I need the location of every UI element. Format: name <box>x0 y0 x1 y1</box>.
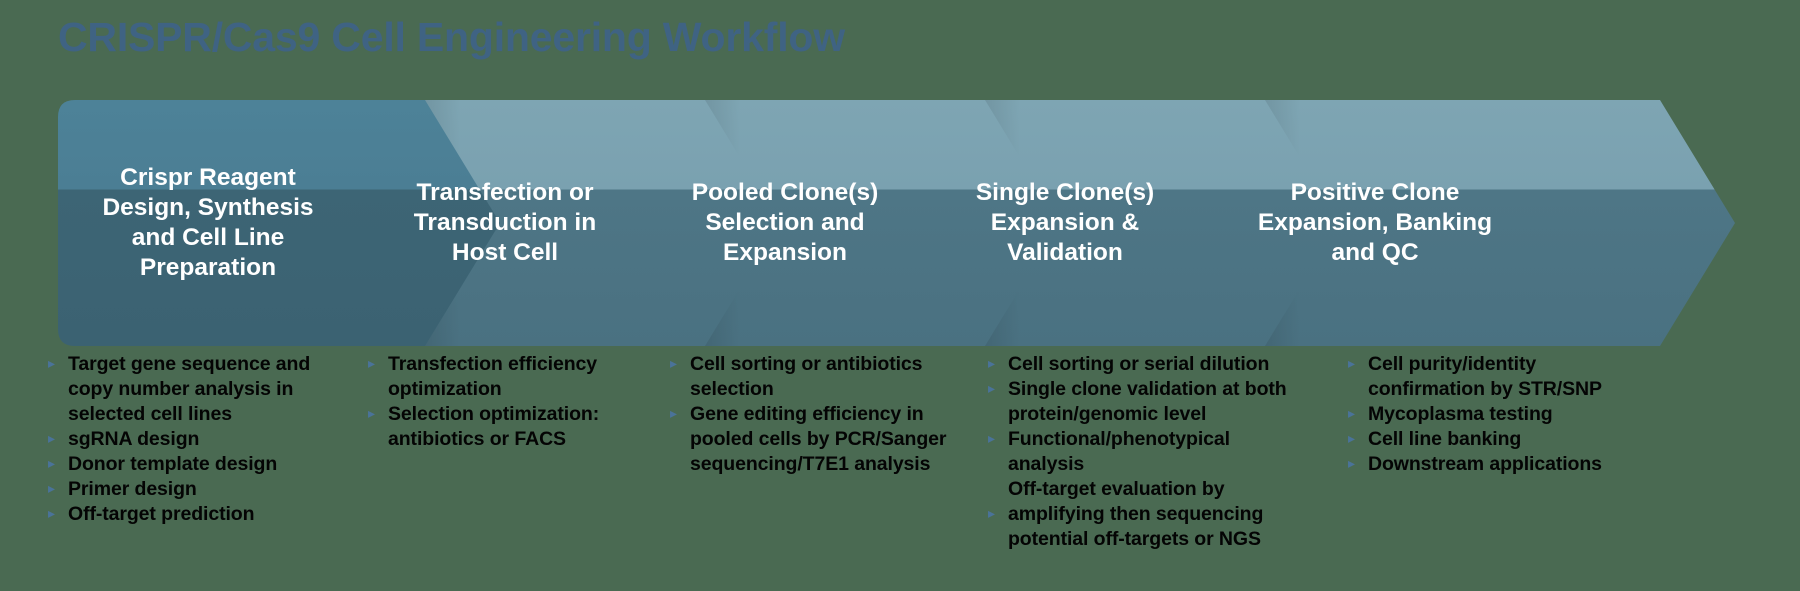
list-item: ▸ Selection optimization: antibiotics or… <box>368 402 618 452</box>
triangle-bullet-icon: ▸ <box>670 405 678 421</box>
bullet-column-5: ▸ Cell purity/identity confirmation by S… <box>1348 352 1648 477</box>
list-item-text: Cell sorting or serial dilution <box>1008 353 1270 375</box>
bullet-column-1: ▸ Target gene sequence and copy number a… <box>48 352 326 527</box>
list-item: ▸ Donor template design <box>48 452 326 477</box>
list-item-text: Target gene sequence and copy number ana… <box>68 353 311 425</box>
list-item-text: Cell purity/identity confirmation by STR… <box>1368 353 1602 400</box>
triangle-bullet-icon: ▸ <box>988 355 996 371</box>
triangle-bullet-icon: ▸ <box>1348 455 1356 471</box>
triangle-bullet-icon: ▸ <box>48 455 56 471</box>
list-item-text: Off-target evaluation by <box>1008 478 1225 500</box>
triangle-bullet-icon: ▸ <box>670 355 678 371</box>
chevron-step-1 <box>58 100 500 346</box>
bullet-column-4: ▸ Cell sorting or serial dilution ▸ Sing… <box>988 352 1310 552</box>
triangle-bullet-icon: ▸ <box>1348 355 1356 371</box>
list-item: ▸ Primer design <box>48 477 326 502</box>
triangle-bullet-icon: ▸ <box>1348 430 1356 446</box>
list-item: ▸ amplifying then sequencing potential o… <box>988 502 1310 552</box>
list-item: ▸ Off-target prediction <box>48 502 326 527</box>
list-item: ▸ Mycoplasma testing <box>1348 402 1648 427</box>
list-item-text: Primer design <box>68 478 197 500</box>
list-item-text: Selection optimization: antibiotics or F… <box>388 403 600 450</box>
list-item: Off-target evaluation by <box>988 477 1310 502</box>
bullet-lists: ▸ Target gene sequence and copy number a… <box>0 352 1800 591</box>
list-item: ▸ Gene editing efficiency in pooled cell… <box>670 402 955 477</box>
list-item-text: Cell line banking <box>1368 428 1522 450</box>
triangle-bullet-icon: ▸ <box>48 430 56 446</box>
list-item-text: Functional/phenotypical analysis <box>1008 428 1230 475</box>
list-item-text: Off-target prediction <box>68 503 255 525</box>
list-item: ▸ Cell purity/identity confirmation by S… <box>1348 352 1648 402</box>
list-item: ▸ Single clone validation at both protei… <box>988 377 1310 427</box>
triangle-bullet-icon: ▸ <box>48 505 56 521</box>
triangle-bullet-icon: ▸ <box>368 405 376 421</box>
list-item: ▸ sgRNA design <box>48 427 326 452</box>
list-item: ▸ Cell line banking <box>1348 427 1648 452</box>
bullet-column-3: ▸ Cell sorting or antibiotics selection … <box>670 352 955 477</box>
list-item-text: Cell sorting or antibiotics selection <box>690 353 923 400</box>
triangle-bullet-icon: ▸ <box>988 430 996 446</box>
page-title: CRISPR/Cas9 Cell Engineering Workflow <box>58 14 845 60</box>
list-item: ▸ Functional/phenotypical analysis <box>988 427 1310 477</box>
list-item: ▸ Target gene sequence and copy number a… <box>48 352 326 427</box>
list-item-text: Downstream applications <box>1368 453 1602 475</box>
triangle-bullet-icon: ▸ <box>988 505 996 521</box>
list-item-text: Single clone validation at both protein/… <box>1008 378 1287 425</box>
triangle-bullet-icon: ▸ <box>48 480 56 496</box>
list-item-text: amplifying then sequencing potential off… <box>1008 503 1264 550</box>
list-item-text: Transfection efficiency optimization <box>388 353 598 400</box>
list-item-text: Donor template design <box>68 453 278 475</box>
triangle-bullet-icon: ▸ <box>368 355 376 371</box>
list-item: ▸ Cell sorting or antibiotics selection <box>670 352 955 402</box>
list-item: ▸ Downstream applications <box>1348 452 1648 477</box>
list-item-text: Gene editing efficiency in pooled cells … <box>690 403 947 475</box>
triangle-bullet-icon: ▸ <box>988 380 996 396</box>
list-item-text: Mycoplasma testing <box>1368 403 1553 425</box>
list-item: ▸ Transfection efficiency optimization <box>368 352 618 402</box>
triangle-bullet-icon: ▸ <box>1348 405 1356 421</box>
list-item-text: sgRNA design <box>68 428 200 450</box>
bullet-column-2: ▸ Transfection efficiency optimization ▸… <box>368 352 618 452</box>
workflow-chevron-band: Crispr Reagent Design, Synthesis and Cel… <box>0 88 1800 358</box>
triangle-bullet-icon: ▸ <box>48 355 56 371</box>
chevron-shapes <box>58 100 1735 346</box>
list-item: ▸ Cell sorting or serial dilution <box>988 352 1310 377</box>
